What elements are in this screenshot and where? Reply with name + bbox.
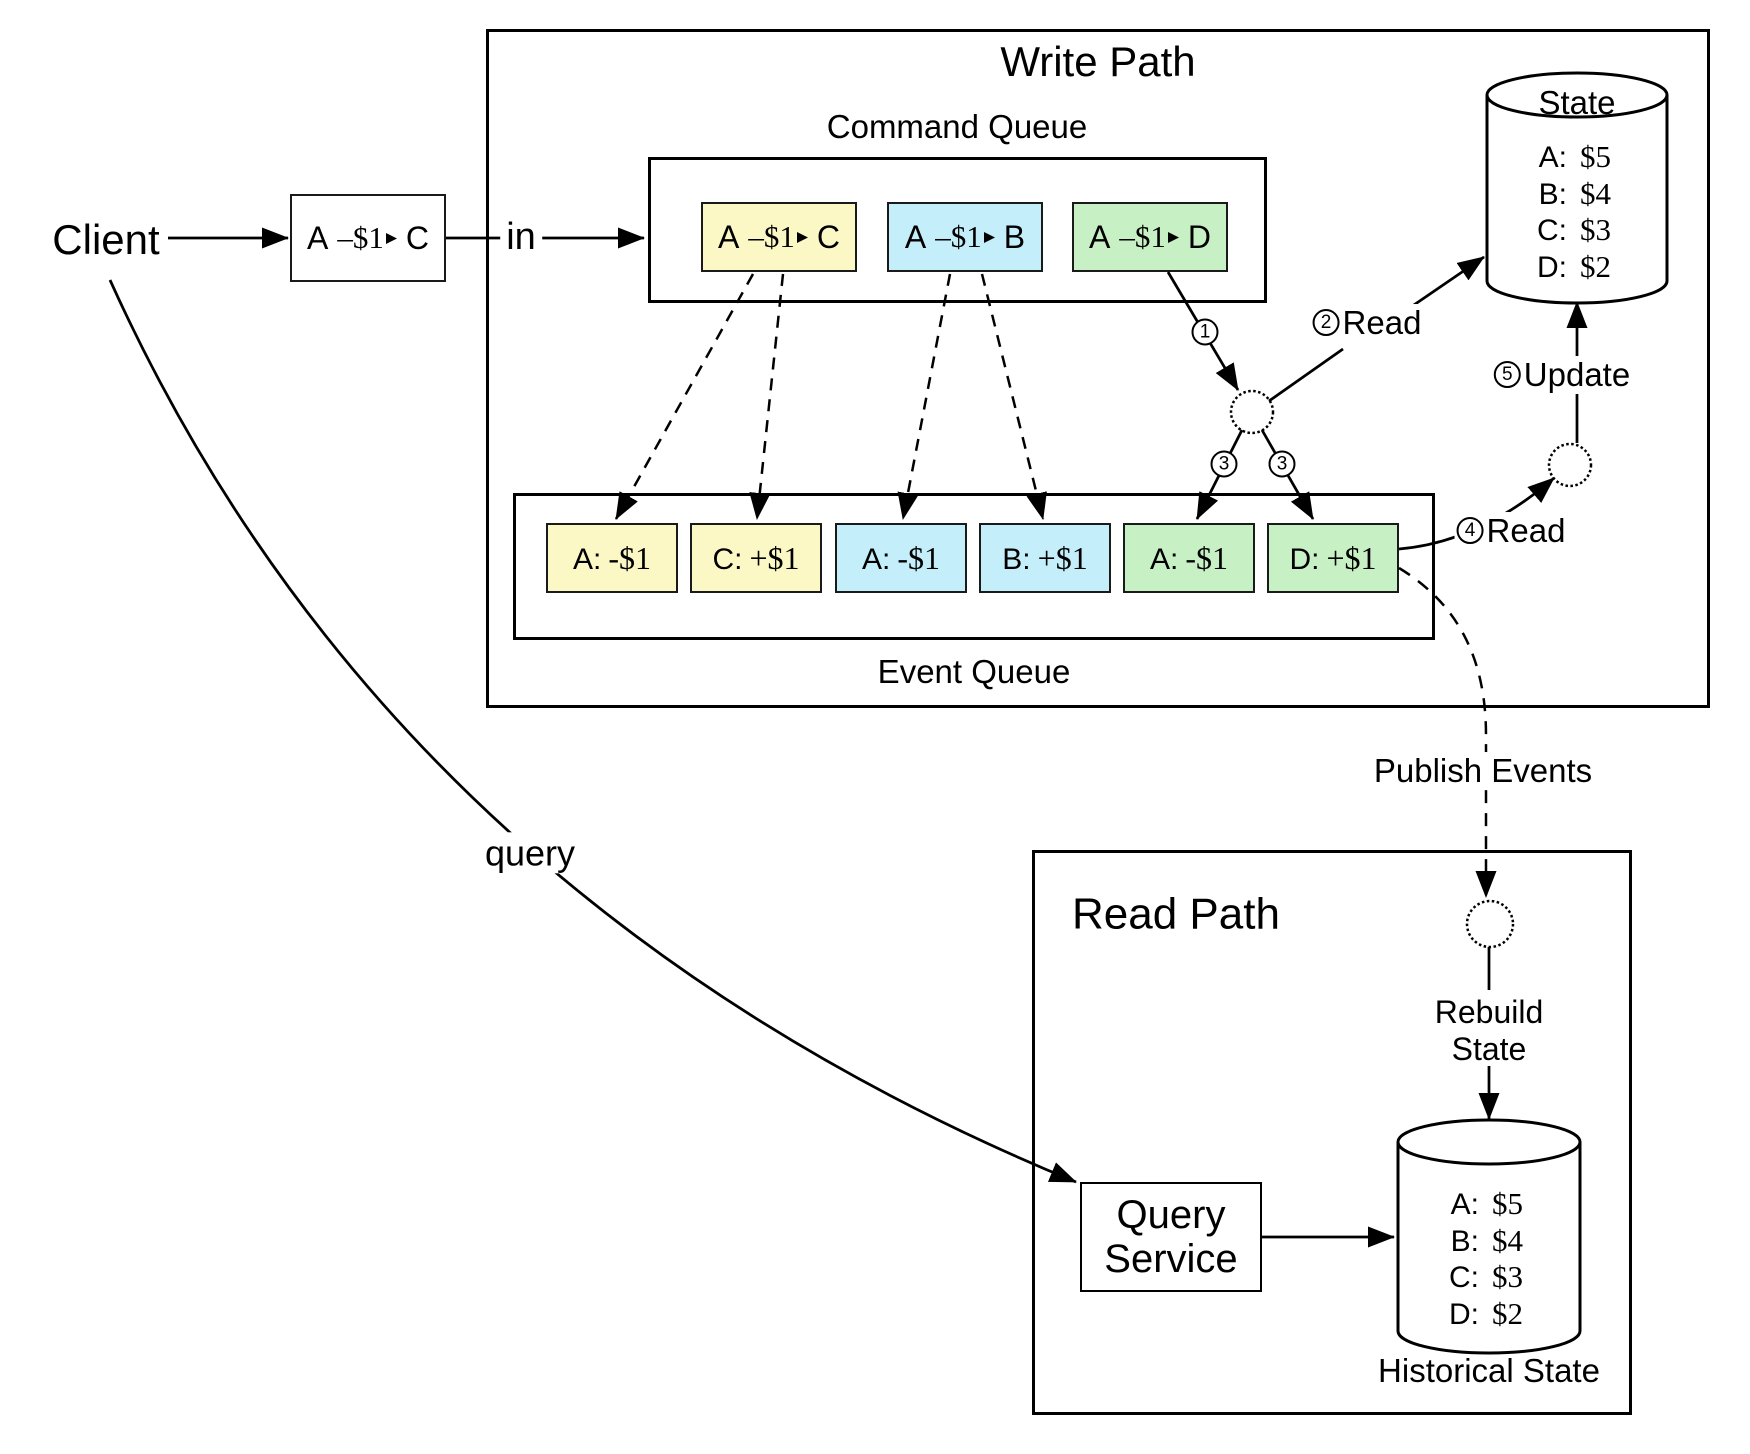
- event-account: A:: [861, 542, 891, 576]
- client-label: Client: [52, 215, 160, 263]
- rebuild-line2: State: [1451, 1031, 1527, 1067]
- account-value: $5: [1580, 139, 1611, 174]
- event-queue-label: Event Queue: [877, 653, 1071, 691]
- state-store-rows: A: $5 B: $4 C: $3 D: $2: [1497, 139, 1657, 285]
- transfer-arrow-icon: [796, 231, 808, 243]
- event-account: A:: [1149, 542, 1179, 576]
- command-item: A –$1 B: [887, 202, 1043, 272]
- event-delta: +$1: [1037, 539, 1088, 576]
- step3a-badge: 3: [1210, 450, 1238, 478]
- query-label: query: [478, 832, 582, 874]
- event-item: D:+$1: [1267, 523, 1399, 593]
- client-command-box: A –$1 C: [290, 194, 446, 282]
- account-key: D:: [1449, 1297, 1479, 1331]
- historical-store-rows: A: $5 B: $4 C: $3 D: $2: [1409, 1186, 1569, 1332]
- account-value: $3: [1492, 1259, 1523, 1294]
- state-store-title: State: [1538, 84, 1616, 122]
- step5-text: Update: [1523, 356, 1631, 394]
- step5-update-label: 5 Update: [1491, 356, 1633, 394]
- command-queue-label: Command Queue: [826, 108, 1088, 146]
- event-delta: +$1: [749, 539, 800, 576]
- step4-badge: 4: [1456, 517, 1484, 545]
- event-account: B:: [1002, 542, 1031, 576]
- step2-text: Read: [1342, 304, 1422, 342]
- step1-badge: 1: [1191, 318, 1219, 346]
- event-item: A:-$1: [1123, 523, 1255, 593]
- event-delta: -$1: [608, 539, 651, 576]
- account-value: $5: [1492, 1186, 1523, 1221]
- account-key: C:: [1449, 1261, 1479, 1294]
- event-delta: -$1: [1185, 539, 1228, 576]
- historical-row: C: $3: [1409, 1259, 1569, 1296]
- event-item: A:-$1: [546, 523, 678, 593]
- event-account: A:: [572, 542, 602, 576]
- state-row: D: $2: [1497, 249, 1657, 286]
- rebuild-line1: Rebuild: [1434, 994, 1544, 1031]
- state-row: B: $4: [1497, 176, 1657, 213]
- command-amount: –$1: [748, 219, 808, 255]
- rebuild-state-label: Rebuild State: [1435, 994, 1544, 1068]
- event-account: C:: [712, 542, 743, 576]
- account-value: $2: [1580, 248, 1611, 284]
- transfer-arrow-icon: [385, 232, 397, 244]
- event-delta: -$1: [897, 539, 940, 576]
- command-from: A: [904, 218, 927, 255]
- write-path-title: Write Path: [1000, 37, 1196, 85]
- account-key: D:: [1537, 250, 1567, 284]
- read-path-title: Read Path: [1072, 889, 1280, 939]
- step2-badge: 2: [1312, 309, 1340, 337]
- command-to: C: [405, 219, 429, 256]
- account-key: C:: [1537, 214, 1567, 247]
- command-amount: –$1: [1119, 219, 1179, 255]
- step2-read-label: 2 Read: [1310, 304, 1424, 342]
- command-to: C: [816, 218, 840, 255]
- command-item: A –$1 C: [701, 202, 857, 272]
- command-item-text: A –$1 D: [1089, 219, 1211, 256]
- account-key: A:: [1538, 141, 1567, 174]
- historical-row: B: $4: [1409, 1223, 1569, 1260]
- account-key: B:: [1450, 1224, 1479, 1258]
- historical-row: D: $2: [1409, 1296, 1569, 1333]
- historical-store-caption: Historical State: [1378, 1352, 1600, 1390]
- command-from: A: [307, 219, 329, 256]
- historical-row: A: $5: [1409, 1186, 1569, 1223]
- account-value: $3: [1580, 212, 1611, 247]
- publish-events-label: Publish Events: [1367, 752, 1599, 790]
- query-service-line2: Service: [1104, 1237, 1238, 1281]
- state-row: A: $5: [1497, 139, 1657, 176]
- account-value: $4: [1492, 1222, 1523, 1258]
- event-item: B:+$1: [979, 523, 1111, 593]
- step3b-badge: 3: [1268, 450, 1296, 478]
- command-amount: –$1: [935, 219, 995, 255]
- account-value: $4: [1580, 175, 1611, 211]
- step4-text: Read: [1486, 512, 1566, 550]
- in-label: in: [500, 216, 542, 260]
- transfer-arrow-icon: [983, 231, 995, 243]
- command-from: A: [718, 218, 740, 255]
- event-item: C:+$1: [690, 523, 822, 593]
- event-account: D:: [1289, 542, 1320, 576]
- command-to: D: [1187, 218, 1211, 255]
- command-to: B: [1003, 218, 1026, 255]
- event-item: A:-$1: [835, 523, 967, 593]
- step5-badge: 5: [1493, 361, 1521, 389]
- client-command-text: A –$1 C: [307, 220, 429, 257]
- account-value: $2: [1492, 1295, 1523, 1331]
- query-service-box: Query Service: [1080, 1182, 1262, 1292]
- command-from: A: [1089, 218, 1111, 255]
- command-item-text: A –$1 C: [718, 219, 840, 256]
- command-amount: –$1: [337, 220, 397, 256]
- event-delta: +$1: [1326, 539, 1377, 576]
- account-key: B:: [1538, 177, 1567, 211]
- query-service-line1: Query: [1116, 1193, 1226, 1237]
- transfer-arrow-icon: [1167, 231, 1179, 243]
- step4-read-label: 4 Read: [1454, 512, 1568, 550]
- account-key: A:: [1450, 1188, 1479, 1221]
- command-item: A –$1 D: [1072, 202, 1228, 272]
- state-row: C: $3: [1497, 212, 1657, 249]
- command-item-text: A –$1 B: [905, 219, 1025, 256]
